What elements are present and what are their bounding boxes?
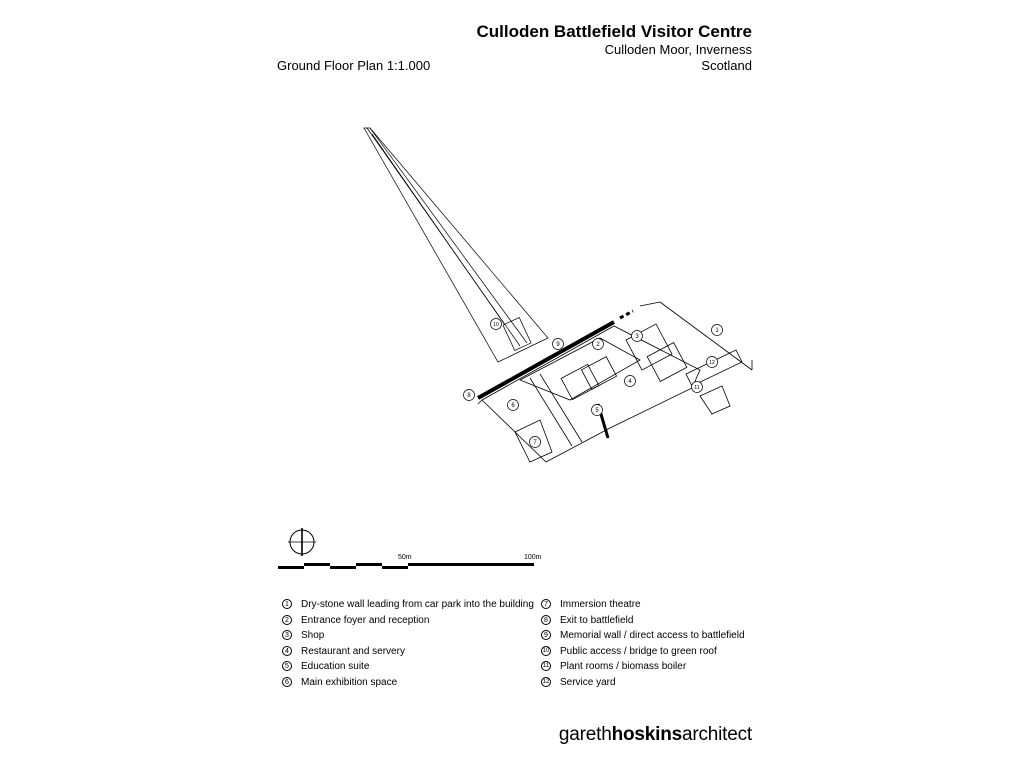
marker-5: 5 (591, 404, 603, 416)
marker-12: 12 (706, 356, 718, 368)
svg-text:2: 2 (596, 342, 600, 348)
page-title: Culloden Battlefield Visitor Centre (476, 22, 752, 41)
marker-9: 9 (552, 338, 564, 350)
location-line-1: Culloden Moor, Inverness (604, 42, 752, 57)
scale-bar (278, 563, 534, 569)
memorial-wall (477, 320, 615, 400)
svg-text:7: 7 (533, 440, 537, 446)
svg-text:4: 4 (628, 379, 632, 385)
svg-text:10: 10 (493, 322, 499, 328)
svg-text:3: 3 (635, 334, 639, 340)
bridge-ramp (363, 127, 549, 363)
marker-1: 1 (711, 324, 723, 336)
svg-text:6: 6 (511, 403, 515, 409)
svg-text:12: 12 (709, 360, 715, 366)
north-arrow-icon (288, 528, 316, 556)
building-outline (477, 301, 753, 463)
plan-markers: 1 2 3 4 5 6 7 8 9 10 11 12 (463, 318, 723, 448)
architect-brand: garethhoskinsarchitect (558, 724, 752, 745)
marker-4: 4 (624, 375, 636, 387)
svg-text:5: 5 (595, 408, 599, 414)
location-line-2: Scotland (701, 58, 752, 73)
scale-label-100m: 100m (524, 554, 542, 561)
marker-8: 8 (463, 389, 475, 401)
marker-6: 6 (507, 399, 519, 411)
marker-2: 2 (592, 338, 604, 350)
scale-label-50m: 50m (398, 554, 412, 561)
svg-text:11: 11 (694, 385, 699, 391)
marker-7: 7 (529, 436, 541, 448)
marker-10: 10 (490, 318, 502, 330)
plan-label: Ground Floor Plan 1:1.000 (277, 58, 431, 73)
svg-text:9: 9 (556, 342, 560, 348)
marker-11: 11 (691, 381, 703, 393)
svg-text:1: 1 (715, 328, 719, 334)
svg-text:8: 8 (467, 393, 471, 399)
marker-3: 3 (631, 330, 643, 342)
